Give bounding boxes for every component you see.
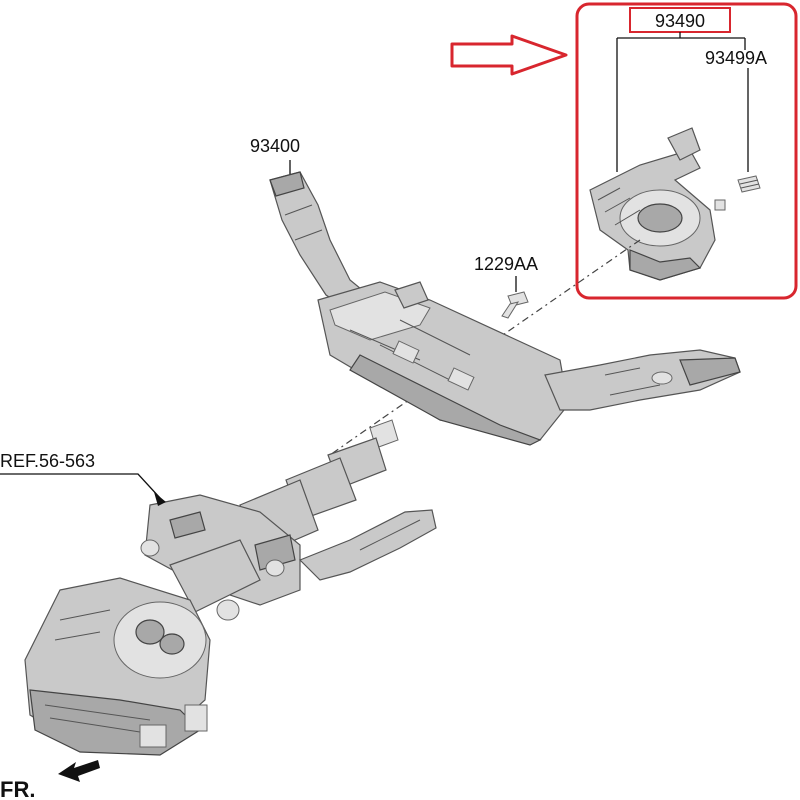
reference-arrow-icon	[154, 492, 166, 506]
clock-spring-leader	[616, 32, 745, 172]
clock-spring-label: 93490	[655, 11, 705, 31]
right-stalk-part	[544, 349, 741, 411]
combination-switch-label: 93400	[250, 136, 300, 156]
screw-leader	[744, 38, 749, 172]
clock-spring-part	[589, 127, 726, 281]
arrow-right-icon	[450, 34, 568, 76]
screw-part	[737, 175, 761, 193]
highlight-box	[575, 2, 798, 300]
assembly-centerline	[379, 239, 641, 421]
screw-label: 93499A	[705, 48, 767, 68]
bolt-part	[501, 291, 529, 319]
steering-column-part	[24, 419, 437, 756]
reference-label: REF.56-563	[0, 451, 95, 471]
combination-switch-part	[317, 281, 569, 446]
front-arrow-icon	[58, 760, 100, 782]
reference-underline	[0, 473, 161, 499]
front-direction-label: FR.	[0, 777, 35, 800]
bolt-label: 1229AA	[474, 254, 538, 274]
